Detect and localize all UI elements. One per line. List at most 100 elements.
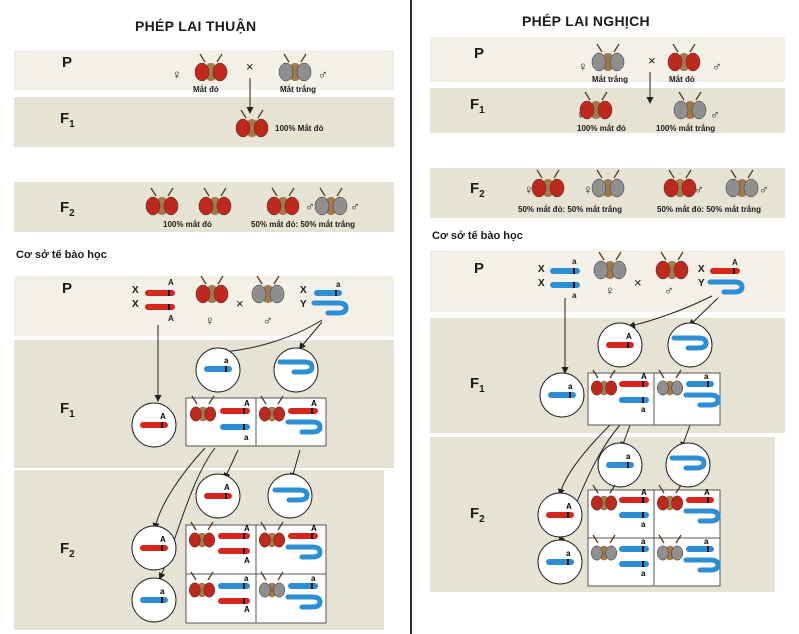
allele-dominant: A bbox=[704, 488, 710, 497]
x-chromosome-red bbox=[288, 408, 318, 414]
allele-recessive: a bbox=[244, 574, 249, 583]
gene-locus-mark bbox=[243, 583, 245, 589]
x-chromosome-red bbox=[619, 381, 649, 387]
x-chromosome-red bbox=[686, 497, 714, 503]
y-chromosome bbox=[311, 300, 349, 316]
right-cyto-gen-f1: F1 bbox=[470, 375, 485, 395]
x-chromosome-blue bbox=[686, 546, 714, 552]
x-chromosome-red bbox=[204, 493, 232, 499]
left-f1-caption: 100% Mắt đỏ bbox=[275, 124, 324, 133]
right-f1-male-caption: 100% mắt trắng bbox=[656, 124, 716, 133]
left-f2-male-caption: 50% mắt đỏ: 50% mắt trắng bbox=[251, 220, 356, 229]
x-chromosome-blue bbox=[288, 583, 318, 589]
x-chromosome-blue bbox=[606, 462, 634, 468]
x-chromosome-blue bbox=[140, 597, 168, 603]
right-f2-female-caption: 50% mắt đỏ: 50% mắt trắng bbox=[518, 205, 623, 214]
x-chromosome-blue bbox=[548, 392, 576, 398]
gene-locus-mark bbox=[311, 533, 313, 539]
gene-locus-mark bbox=[733, 268, 735, 274]
white-eyed-fly-icon bbox=[593, 251, 627, 280]
allele-dominant: A bbox=[244, 524, 250, 533]
y-chromosome bbox=[272, 487, 310, 503]
left-p-male-caption: Mắt trắng bbox=[280, 85, 316, 94]
gene-locus-mark bbox=[569, 392, 571, 398]
white-eyed-fly-icon bbox=[278, 53, 312, 82]
x-chromosome-blue bbox=[619, 512, 649, 518]
right-gen-p: P bbox=[474, 45, 485, 62]
x-chromosome-blue bbox=[220, 424, 250, 430]
gene-locus-mark bbox=[573, 268, 575, 274]
x-chromosome-blue bbox=[314, 290, 342, 296]
white-eyed-fly-icon bbox=[656, 534, 684, 561]
red-eyed-fly-icon bbox=[194, 53, 228, 82]
allele-recessive: a bbox=[336, 280, 341, 289]
red-eyed-fly-icon bbox=[266, 187, 300, 216]
allele-dominant: A bbox=[224, 483, 230, 492]
allele-recessive: a bbox=[704, 372, 709, 381]
male-symbol: ♂ bbox=[759, 182, 769, 197]
allele-dominant: A bbox=[244, 399, 250, 408]
gene-locus-mark bbox=[161, 597, 163, 603]
female-symbol: ♀ bbox=[205, 313, 215, 328]
red-eyed-fly-icon bbox=[188, 571, 216, 598]
y-chromosome bbox=[669, 455, 707, 471]
x-chromosome-label: X bbox=[132, 299, 139, 310]
female-symbol: ♀ bbox=[583, 182, 593, 197]
x-chromosome-red bbox=[218, 598, 250, 604]
allele-recessive: a bbox=[641, 520, 646, 529]
male-symbol: ♂ bbox=[694, 182, 704, 197]
y-chromosome bbox=[285, 594, 323, 610]
allele-dominant: A bbox=[168, 314, 174, 323]
gene-locus-mark bbox=[642, 512, 644, 518]
x-chromosome-blue bbox=[204, 366, 232, 372]
gene-locus-mark bbox=[707, 546, 709, 552]
x-chromosome-red bbox=[288, 533, 318, 539]
x-chromosome-blue bbox=[686, 381, 714, 387]
allele-recessive: a bbox=[626, 452, 631, 461]
female-symbol: ♀ bbox=[524, 182, 534, 197]
x-chromosome-red bbox=[218, 548, 250, 554]
allele-recessive: a bbox=[704, 537, 709, 546]
female-symbol: ♀ bbox=[605, 283, 615, 298]
panel-divider bbox=[410, 0, 412, 634]
right-f2-male-caption: 50% mắt đỏ: 50% mắt trắng bbox=[657, 205, 762, 214]
gene-locus-mark bbox=[243, 548, 245, 554]
white-eyed-fly-icon bbox=[656, 369, 684, 396]
left-f1-band bbox=[14, 97, 394, 147]
x-chromosome-red bbox=[145, 290, 175, 296]
gene-locus-mark bbox=[243, 533, 245, 539]
y-chromosome bbox=[285, 544, 323, 560]
male-symbol: ♂ bbox=[710, 107, 720, 122]
red-eyed-fly-icon bbox=[188, 521, 216, 548]
allele-recessive: a bbox=[566, 549, 571, 558]
right-gen-f1: F1 bbox=[470, 96, 485, 116]
gene-locus-mark bbox=[642, 546, 644, 552]
x-chromosome-blue bbox=[546, 559, 574, 565]
x-chromosome-red bbox=[220, 408, 250, 414]
gene-locus-mark bbox=[707, 497, 709, 503]
x-chromosome-red bbox=[606, 342, 634, 348]
gene-locus-mark bbox=[642, 561, 644, 567]
left-p-female-caption: Mắt đỏ bbox=[193, 85, 219, 94]
x-chromosome-red bbox=[546, 512, 574, 518]
x-chromosome-blue bbox=[218, 583, 250, 589]
left-gen-f2: F2 bbox=[60, 199, 75, 219]
red-eyed-fly-icon bbox=[258, 395, 286, 422]
x-chromosome-red bbox=[619, 497, 649, 503]
gene-locus-mark bbox=[642, 497, 644, 503]
x-chromosome-blue bbox=[550, 268, 580, 274]
y-chromosome-label: Y bbox=[300, 299, 307, 310]
gene-locus-mark bbox=[642, 381, 644, 387]
x-chromosome-label: X bbox=[698, 264, 705, 275]
allele-dominant: A bbox=[168, 278, 174, 287]
left-cyto-gen-p: P bbox=[62, 280, 73, 297]
right-cyto-gen-f2: F2 bbox=[470, 505, 485, 525]
x-chromosome-blue bbox=[619, 546, 649, 552]
allele-dominant: A bbox=[732, 258, 738, 267]
female-symbol: ♀ bbox=[172, 67, 182, 82]
allele-dominant: A bbox=[244, 605, 250, 614]
left-f2-female-caption: 100% mắt đỏ bbox=[163, 220, 212, 229]
gene-locus-mark bbox=[225, 493, 227, 499]
allele-dominant: A bbox=[160, 535, 166, 544]
